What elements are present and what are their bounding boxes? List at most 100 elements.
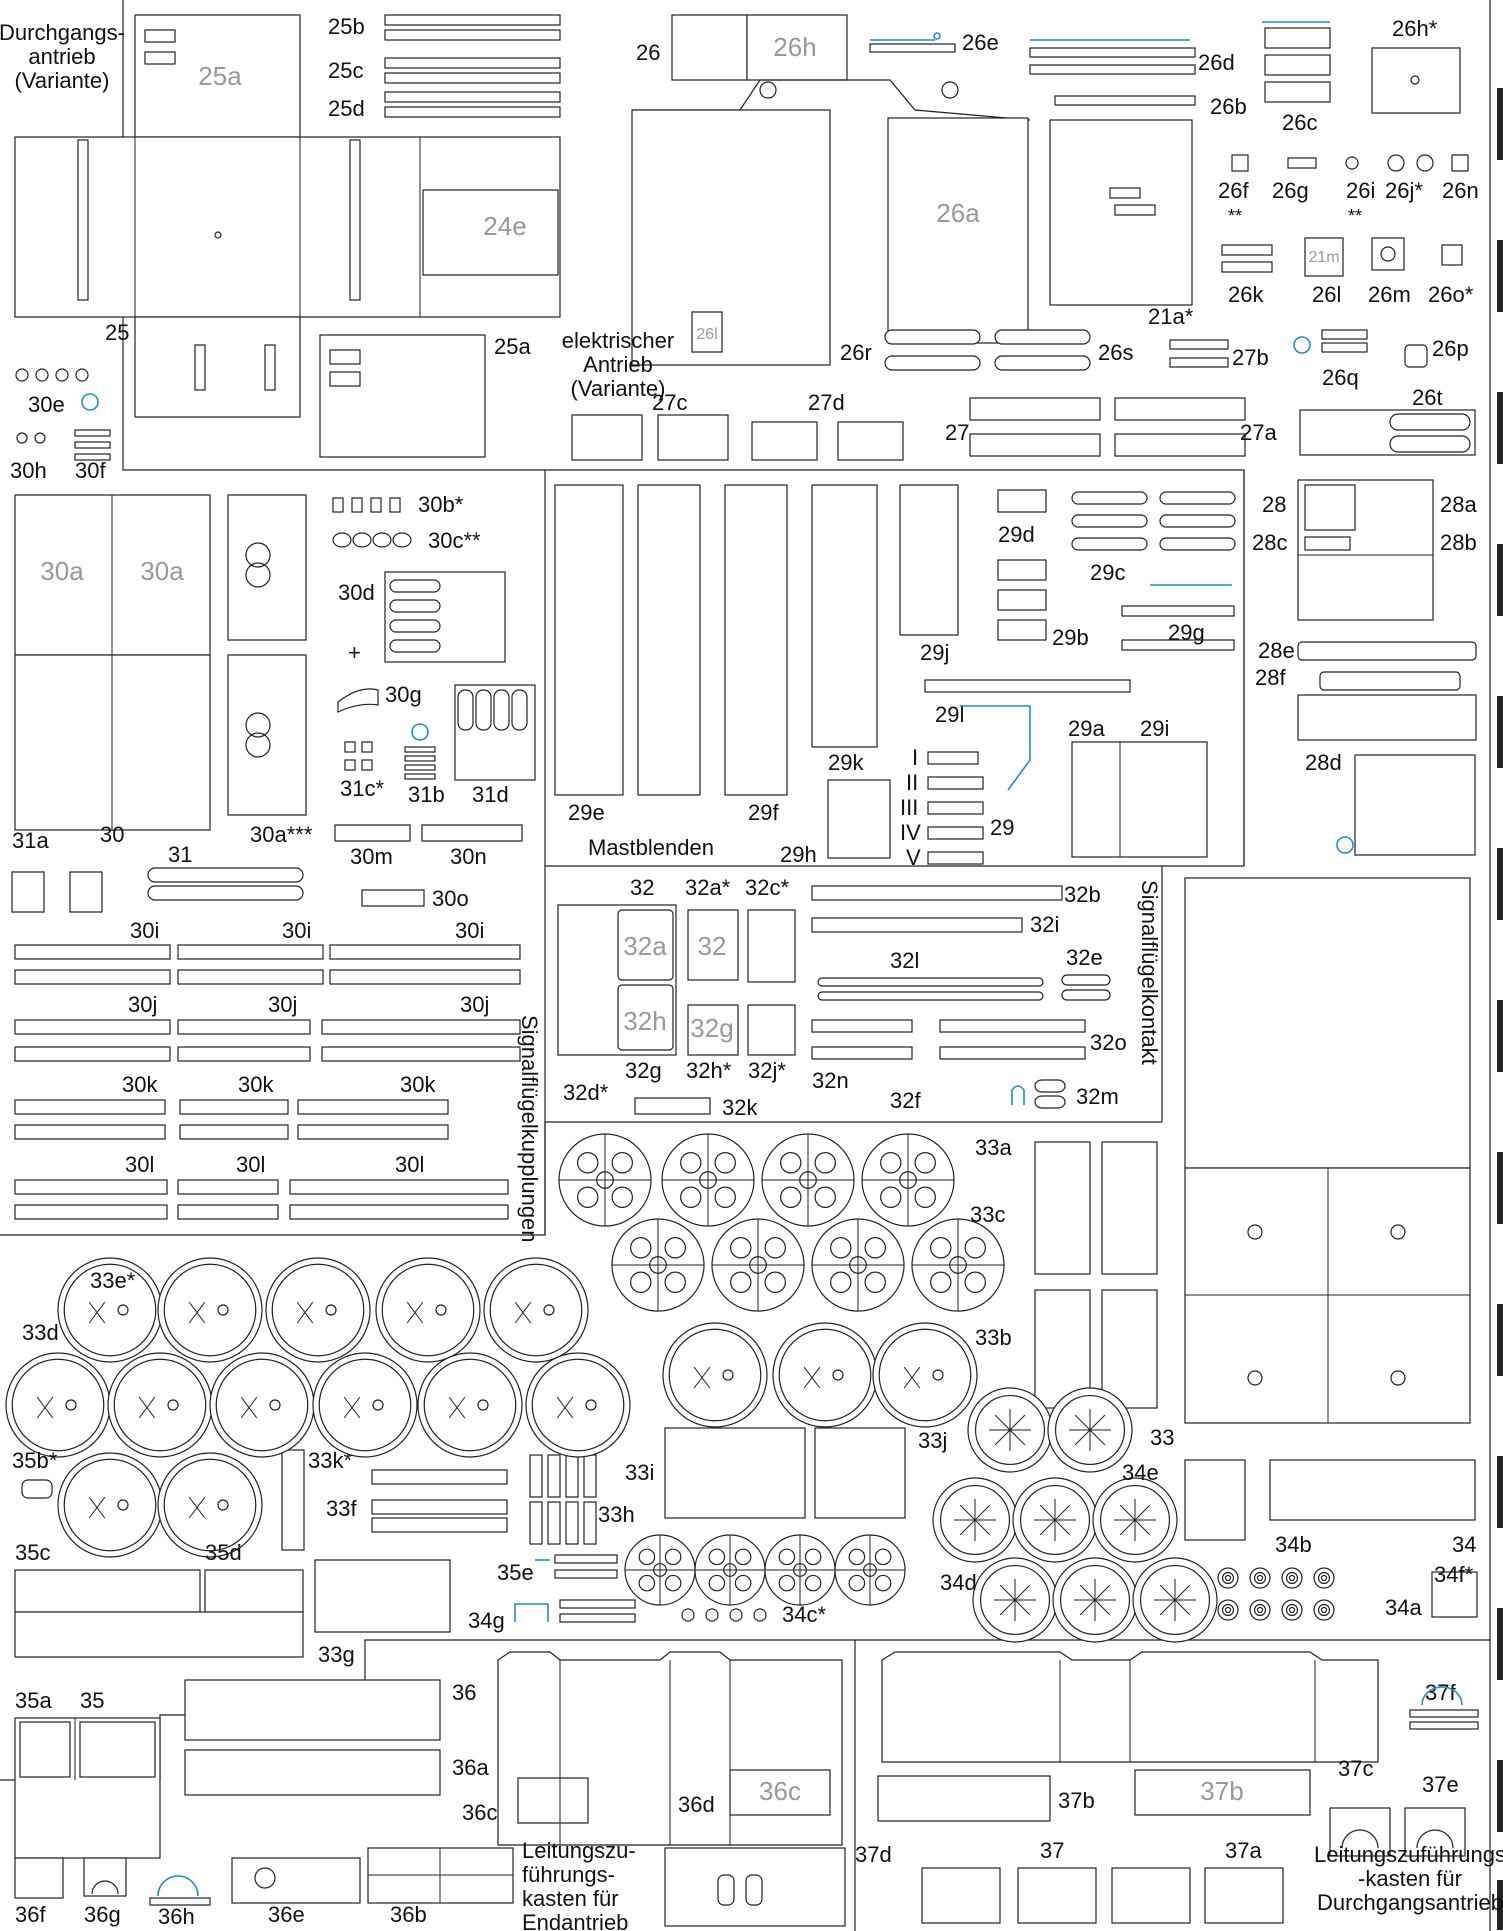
svg-text:26b: 26b: [1210, 94, 1247, 119]
svg-text:Signalflügelkupplungen: Signalflügelkupplungen: [517, 1015, 542, 1243]
wheel-disc: [1249, 1567, 1271, 1589]
part-28: 28 28a 28c 28b: [1252, 479, 1477, 621]
mastblenden-29e-29k: 29e 29f 29k 29j Mastblenden 29h: [554, 484, 959, 867]
svg-text:30i: 30i: [282, 918, 311, 943]
svg-text:30m: 30m: [350, 844, 393, 869]
svg-text:26t: 26t: [1412, 385, 1443, 410]
svg-text:30d: 30d: [338, 580, 375, 605]
svg-text:28e: 28e: [1258, 638, 1295, 663]
part-36-housing: 36c 36d: [497, 1651, 843, 1846]
svg-text:37b: 37b: [1058, 1788, 1095, 1813]
wheel-disc: [1313, 1567, 1335, 1589]
part-25-body: 24e 25: [14, 136, 561, 345]
svg-text:26r: 26r: [840, 340, 872, 365]
svg-text:33d: 33d: [22, 1320, 59, 1345]
wheel-disc: [1217, 1567, 1239, 1589]
part-26c: 26c: [1262, 21, 1331, 135]
svg-text:32o: 32o: [1090, 1030, 1127, 1055]
wheel-disc: [483, 1257, 589, 1363]
wheel-disc: [1217, 1599, 1239, 1621]
part-27c-27d: 27c 27d: [571, 390, 904, 461]
svg-text:elektrischer: elektrischer: [562, 328, 674, 353]
svg-text:26d: 26d: [1198, 50, 1235, 75]
svg-text:28c: 28c: [1252, 530, 1287, 555]
svg-text:34a: 34a: [1385, 1595, 1422, 1620]
svg-text:30n: 30n: [450, 844, 487, 869]
svg-text:26n: 26n: [1442, 178, 1479, 203]
svg-text:36d: 36d: [678, 1792, 715, 1817]
part-26-housing: 26 26h 26l 26a: [631, 14, 1031, 366]
svg-text:30e: 30e: [28, 392, 65, 417]
svg-text:35a: 35a: [15, 1688, 52, 1713]
leitung-durch-label: Leitungszuführungs -kasten für Durchgang…: [1314, 1842, 1503, 1915]
svg-text:**: **: [1348, 206, 1362, 226]
svg-text:28: 28: [1262, 492, 1286, 517]
leitung-end-label: Leitungszu- führungs- kasten für Endantr…: [522, 1838, 636, 1931]
wheel-disc: [872, 1322, 978, 1428]
svg-text:30j: 30j: [460, 992, 489, 1017]
svg-text:26e: 26e: [962, 30, 999, 55]
svg-text:37f: 37f: [1425, 1680, 1456, 1705]
svg-text:33j: 33j: [918, 1428, 947, 1453]
svg-text:33f: 33f: [326, 1496, 357, 1521]
svg-text:29a: 29a: [1068, 716, 1105, 741]
svg-text:35b*: 35b*: [12, 1448, 58, 1473]
svg-text:30b*: 30b*: [418, 492, 464, 517]
svg-text:30a: 30a: [140, 556, 184, 586]
wheel-disc: [1313, 1599, 1335, 1621]
svg-text:32g: 32g: [625, 1058, 662, 1083]
svg-text:36f: 36f: [15, 1902, 46, 1927]
svg-text:antrieb: antrieb: [28, 44, 95, 69]
svg-text:37e: 37e: [1422, 1772, 1459, 1797]
svg-text:33i: 33i: [625, 1460, 654, 1485]
svg-text:Durchgangsantrieb: Durchgangsantrieb: [1317, 1890, 1503, 1915]
svg-text:32: 32: [698, 931, 727, 961]
svg-text:26p: 26p: [1432, 336, 1469, 361]
small-parts-26f-26n: 26f 26g 26i 26j* 26n ** **: [1218, 154, 1479, 226]
svg-text:35c: 35c: [15, 1540, 50, 1565]
svg-text:27c: 27c: [652, 390, 687, 415]
signalfluegelkupplungen-30i-30l: 30i 30i 30i 30j 30j 30j 30k 30k 30k 30l …: [14, 918, 542, 1243]
wheel-disc: [312, 1352, 418, 1458]
part-29d-29c-29b-29g: 29d 29c 29b 29g: [997, 489, 1236, 651]
part-33k-33f-33h: 33k* 33f 33h: [281, 1448, 635, 1551]
svg-text:30k: 30k: [122, 1072, 158, 1097]
part-30a-triple-star: 30a***: [227, 494, 313, 847]
svg-text:32c*: 32c*: [745, 875, 789, 900]
svg-text:30j: 30j: [128, 992, 157, 1017]
svg-text:33g: 33g: [318, 1642, 355, 1667]
svg-text:29c: 29c: [1090, 560, 1125, 585]
svg-text:32b: 32b: [1064, 882, 1101, 907]
svg-text:32g: 32g: [690, 1013, 733, 1043]
wheel-disc: [107, 1352, 213, 1458]
svg-text:26q: 26q: [1322, 365, 1359, 390]
svg-text:32d*: 32d*: [563, 1080, 609, 1105]
wheel-disc: [1281, 1599, 1303, 1621]
svg-text:29g: 29g: [1168, 620, 1205, 645]
svg-text:27b: 27b: [1232, 345, 1269, 370]
part-33e-33d-35b: 33e* 33d 35b*: [12, 1268, 136, 1499]
svg-text:36a: 36a: [452, 1755, 489, 1780]
svg-text:34: 34: [1452, 1532, 1476, 1557]
svg-text:36h: 36h: [158, 1904, 195, 1929]
svg-text:25a: 25a: [198, 61, 242, 91]
svg-text:29l: 29l: [935, 702, 964, 727]
svg-text:37c: 37c: [1338, 1756, 1373, 1781]
part-28e-28f-28d: 28e 28f 28d: [1255, 638, 1477, 856]
part-30b-30c: 30b* 30c**: [332, 492, 481, 553]
svg-text:32j*: 32j*: [748, 1058, 786, 1083]
wheel-disc: [157, 1257, 263, 1363]
svg-text:31d: 31d: [472, 782, 509, 807]
svg-text:24e: 24e: [483, 211, 526, 241]
svg-text:29j: 29j: [920, 640, 949, 665]
part-29l-29-roman: 29l I II III IV V 29: [900, 679, 1131, 870]
svg-text:(Variante): (Variante): [571, 376, 666, 401]
svg-text:25c: 25c: [328, 58, 363, 83]
part-37f-37e: 37f 37e: [1329, 1680, 1479, 1857]
wheel-disc: [375, 1257, 481, 1363]
svg-text:36c: 36c: [462, 1800, 497, 1825]
part-30g-31b-31c-31d: 30g 31c* 31b 31d: [337, 682, 536, 807]
svg-text:32: 32: [630, 875, 654, 900]
part-34b-34a: 34b 34 34a 34f*: [1184, 1459, 1478, 1620]
